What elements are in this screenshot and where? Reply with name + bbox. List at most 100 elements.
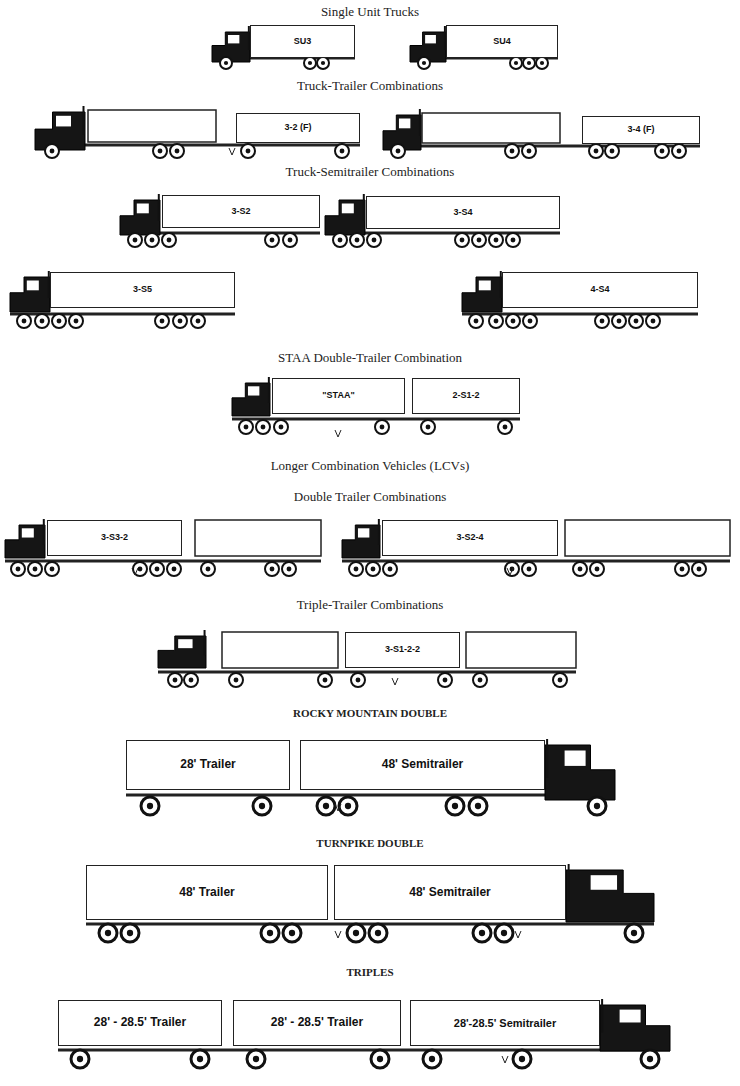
- wheel-hub: [617, 319, 622, 324]
- config-label: 3-4 (F): [628, 125, 655, 135]
- kingpin-mark: [502, 1056, 508, 1063]
- wheel: [241, 144, 255, 158]
- kingpin-mark: [515, 931, 521, 938]
- wheel-hub: [246, 149, 251, 154]
- cab-window: [565, 751, 586, 766]
- wheel-hub: [443, 678, 448, 683]
- wheel-hub: [429, 1056, 435, 1062]
- wheel-hub: [138, 567, 143, 572]
- truck-cab: [462, 277, 502, 312]
- exhaust-stack: [158, 194, 160, 221]
- wheel: [253, 797, 271, 815]
- cab-window: [27, 281, 39, 291]
- wheel: [506, 233, 520, 247]
- wheel: [675, 562, 689, 576]
- truck-cab: [566, 870, 654, 922]
- trailer-box: [222, 632, 338, 668]
- trailer-box: 2-S1-2: [412, 378, 520, 414]
- trailer-box: [88, 110, 216, 142]
- wheel: [612, 314, 626, 328]
- wheel: [52, 314, 66, 328]
- wheel-hub: [677, 149, 682, 154]
- wheel: [489, 233, 503, 247]
- wheel-hub: [594, 149, 599, 154]
- wheel-hub: [158, 149, 163, 154]
- wheel-hub: [261, 425, 266, 430]
- wheel-hub: [494, 238, 499, 243]
- wheel: [655, 144, 669, 158]
- truck-cab: [35, 112, 85, 150]
- wheel: [590, 562, 604, 576]
- wheel-hub: [173, 678, 178, 683]
- config-label: 2-S1-2: [452, 391, 479, 401]
- wheel: [167, 562, 181, 576]
- cab-window: [178, 639, 192, 648]
- wheel-hub: [323, 678, 328, 683]
- wheel-hub: [167, 238, 172, 243]
- wheel: [438, 673, 452, 687]
- wheel: [201, 562, 215, 576]
- wheel: [522, 144, 536, 158]
- config-label: 3-S1-2-2: [385, 645, 420, 655]
- kingpin-mark: [229, 148, 235, 155]
- wheel-hub: [175, 149, 180, 154]
- trailer-box: 28' - 28.5' Trailer: [233, 1000, 401, 1046]
- cab-window: [228, 35, 239, 43]
- trailer-box: 3-S1-2-2: [345, 632, 460, 668]
- exhaust-stack: [363, 194, 365, 221]
- wheel: [589, 144, 603, 158]
- wheel: [247, 1050, 265, 1068]
- wheel-hub: [372, 238, 377, 243]
- wheel-hub: [528, 319, 533, 324]
- wheel-hub: [631, 930, 637, 936]
- wheel: [505, 562, 519, 576]
- trailer-box: SU3: [250, 25, 355, 58]
- wheel-hub: [354, 567, 359, 572]
- wheel: [351, 673, 365, 687]
- wheel: [625, 924, 643, 942]
- wheel: [367, 233, 381, 247]
- wheel-hub: [338, 238, 343, 243]
- config-label: 28' - 28.5' Trailer: [271, 1016, 363, 1029]
- wheel: [128, 233, 142, 247]
- wheel-hub: [287, 567, 292, 572]
- trailer-box: 48' Semitrailer: [334, 865, 566, 920]
- wheel-hub: [289, 930, 295, 936]
- section-heading: TRIPLES: [0, 966, 740, 978]
- wheel-hub: [494, 319, 499, 324]
- trailer-box: 3-S3-2: [47, 520, 182, 556]
- wheel: [274, 420, 288, 434]
- wheel-hub: [270, 238, 275, 243]
- wheel-hub: [74, 319, 79, 324]
- wheel-hub: [478, 678, 483, 683]
- wheel-hub: [321, 61, 325, 65]
- kingpin-mark: [392, 678, 398, 685]
- wheel: [375, 420, 389, 434]
- wheel: [472, 233, 486, 247]
- wheel: [391, 144, 405, 158]
- chassis-frame: [126, 794, 615, 797]
- config-label: 3-S3-2: [101, 533, 128, 543]
- wheel: [11, 562, 25, 576]
- wheel: [265, 562, 279, 576]
- wheel: [573, 562, 587, 576]
- wheel-hub: [527, 149, 532, 154]
- wheel-hub: [647, 1056, 653, 1062]
- wheel-hub: [595, 567, 600, 572]
- wheel-hub: [155, 567, 160, 572]
- wheel-hub: [197, 1056, 203, 1062]
- wheel: [35, 314, 49, 328]
- trailer-box: 3-S2-4: [382, 520, 558, 556]
- truck-cab: [212, 32, 250, 62]
- wheel: [595, 314, 609, 328]
- section-heading: TURNPIKE DOUBLE: [0, 837, 740, 849]
- wheel: [145, 233, 159, 247]
- exhaust-stack: [546, 739, 548, 778]
- cab-window: [479, 281, 491, 291]
- wheel-hub: [253, 1056, 259, 1062]
- wheel: [446, 797, 464, 815]
- config-label: 3-S5: [133, 285, 152, 295]
- wheel-hub: [527, 567, 532, 572]
- wheel: [489, 314, 503, 328]
